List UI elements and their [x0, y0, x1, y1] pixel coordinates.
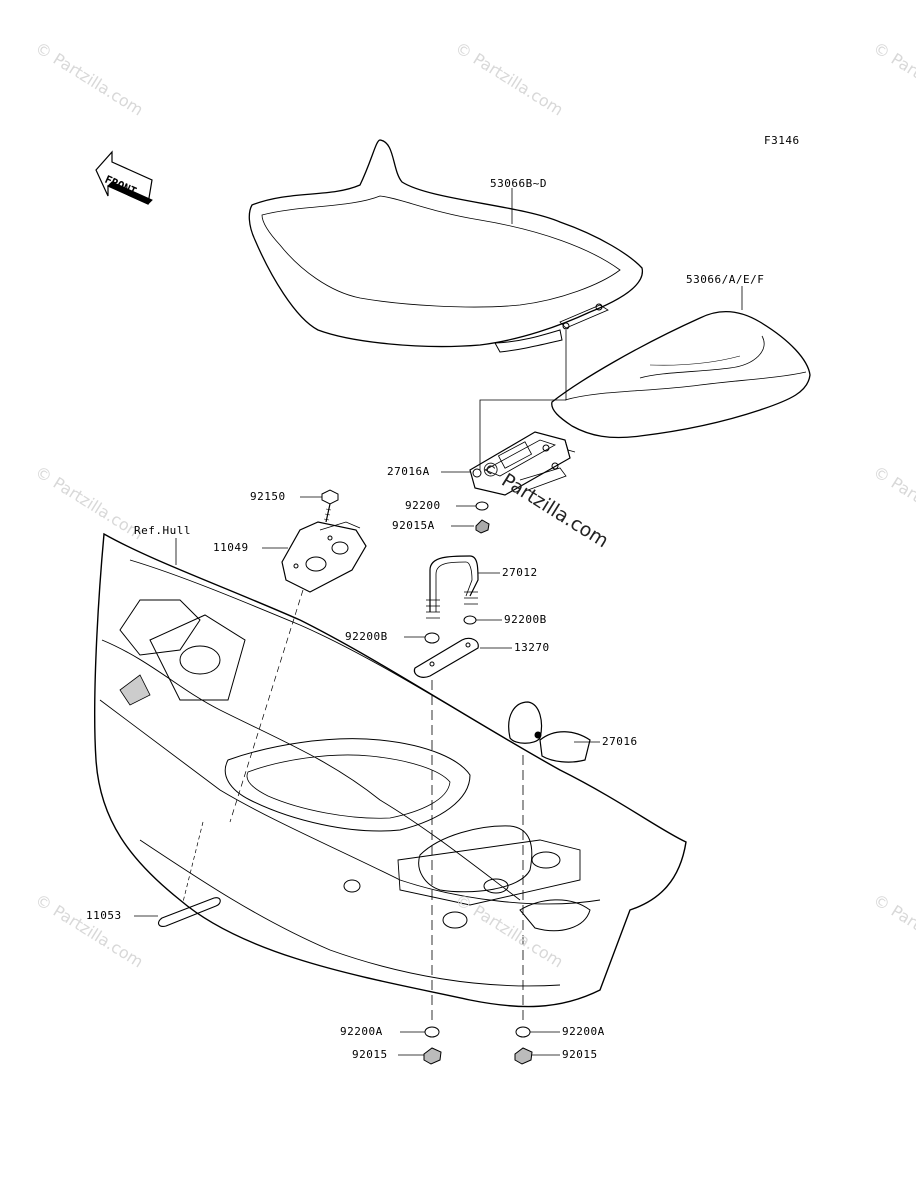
callout-92200b-right[interactable]: 92200B [504, 613, 547, 626]
callout-27016[interactable]: 27016 [602, 735, 638, 748]
callout-27012[interactable]: 27012 [502, 566, 538, 579]
callout-92200b-left[interactable]: 92200B [345, 630, 388, 643]
callout-53066b-d[interactable]: 53066B~D [490, 177, 547, 190]
callout-11049[interactable]: 11049 [213, 541, 249, 554]
rear-seat [551, 310, 811, 439]
callout-11053[interactable]: 11053 [86, 909, 122, 922]
front-arrow-icon: FRONT [95, 150, 153, 205]
latch-knob-27016 [508, 701, 591, 763]
callout-92015a[interactable]: 92015A [392, 519, 435, 532]
u-bolt-27012 [426, 555, 479, 619]
seat-latch-27016a [469, 431, 576, 496]
callout-92015-left[interactable]: 92015 [352, 1048, 388, 1061]
callout-53066-a-e-f[interactable]: 53066/A/E/F [686, 273, 765, 286]
bracket-11049 [281, 521, 367, 593]
callout-92150[interactable]: 92150 [250, 490, 286, 503]
front-seat [248, 139, 643, 353]
bolt-92150 [321, 489, 339, 523]
callout-92200a-left[interactable]: 92200A [340, 1025, 383, 1038]
ref-hull-label: Ref.Hull [134, 524, 191, 537]
callout-27016a[interactable]: 27016A [387, 465, 430, 478]
callout-13270[interactable]: 13270 [514, 641, 550, 654]
figure-code: F3146 [764, 134, 800, 147]
callout-92200a-right[interactable]: 92200A [562, 1025, 605, 1038]
callout-92200[interactable]: 92200 [405, 499, 441, 512]
callout-92015-right[interactable]: 92015 [562, 1048, 598, 1061]
hull [94, 532, 687, 1008]
